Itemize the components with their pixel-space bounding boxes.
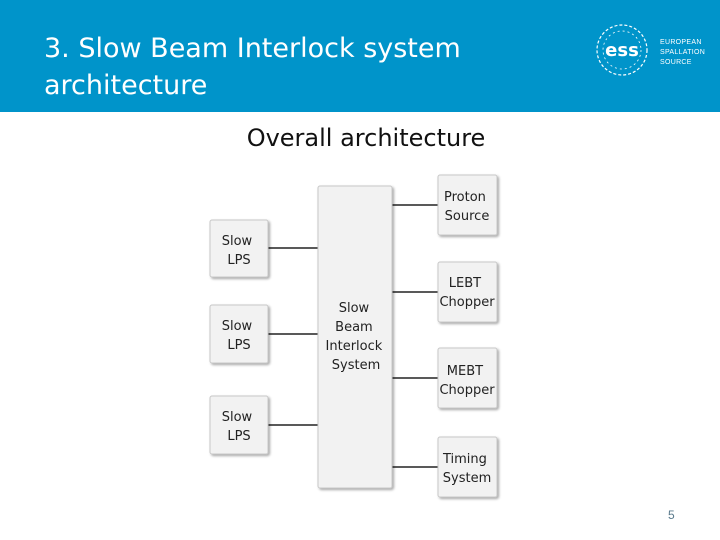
input-label-line: Slow	[222, 234, 253, 249]
output-box-timing-system: Timing System	[437, 436, 498, 498]
input-label-line: LPS	[227, 253, 250, 268]
input-box-slow-lps-2: Slow LPS	[209, 304, 269, 364]
output-box-mebt-chopper: MEBT Chopper	[437, 347, 498, 409]
page-number: 5	[668, 508, 675, 522]
diagram-subtitle: Overall architecture	[246, 124, 486, 152]
svg-text:MEBT Chopper: MEBT Chopper	[439, 364, 495, 398]
logo-mark: ess	[605, 40, 639, 61]
svg-text:Slow Beam Interloc: Slow Beam Interlock System	[326, 301, 387, 373]
output-label-line: Proton	[444, 190, 486, 205]
logo-text: EUROPEAN SPALLATION SOURCE	[660, 39, 706, 66]
ess-logo-icon: ess	[596, 24, 648, 76]
input-box-slow-lps-3: Slow LPS	[209, 395, 269, 455]
center-label-line: Interlock	[326, 339, 383, 354]
center-label-line: System	[332, 358, 380, 373]
svg-text:Timing System: Timing System	[442, 452, 491, 486]
output-label-line: System	[443, 471, 491, 486]
output-label-line: MEBT	[447, 364, 483, 379]
input-label-line: Slow	[222, 319, 253, 334]
output-box-proton-source: Proton Source	[437, 174, 498, 236]
svg-text:Slow LPS: Slow LPS	[222, 410, 257, 444]
input-label-line: LPS	[227, 429, 250, 444]
center-label-line: Slow	[339, 301, 370, 316]
input-label-line: LPS	[227, 338, 250, 353]
svg-text:Slow LPS: Slow LPS	[222, 319, 257, 353]
svg-text:Proton Source: Proton Source	[444, 190, 490, 224]
output-label-line: LEBT	[449, 276, 481, 291]
svg-text:Slow LPS: Slow LPS	[222, 234, 257, 268]
output-box-lebt-chopper: LEBT Chopper	[437, 261, 498, 323]
input-box-slow-lps-1: Slow LPS	[209, 219, 269, 278]
slow-beam-interlock-system-box: Slow Beam Interlock System	[317, 185, 393, 489]
slide-title: 3. Slow Beam Interlock system architectu…	[44, 33, 461, 101]
output-label-line: Chopper	[439, 383, 495, 398]
output-label-line: Chopper	[439, 295, 495, 310]
header-bar: 3. Slow Beam Interlock system architectu…	[0, 0, 720, 112]
center-label-line: Beam	[335, 320, 373, 335]
output-label-line: Timing	[442, 452, 487, 467]
input-label-line: Slow	[222, 410, 253, 425]
output-label-line: Source	[445, 209, 490, 224]
svg-text:LEBT Chopper: LEBT Chopper	[439, 276, 495, 310]
